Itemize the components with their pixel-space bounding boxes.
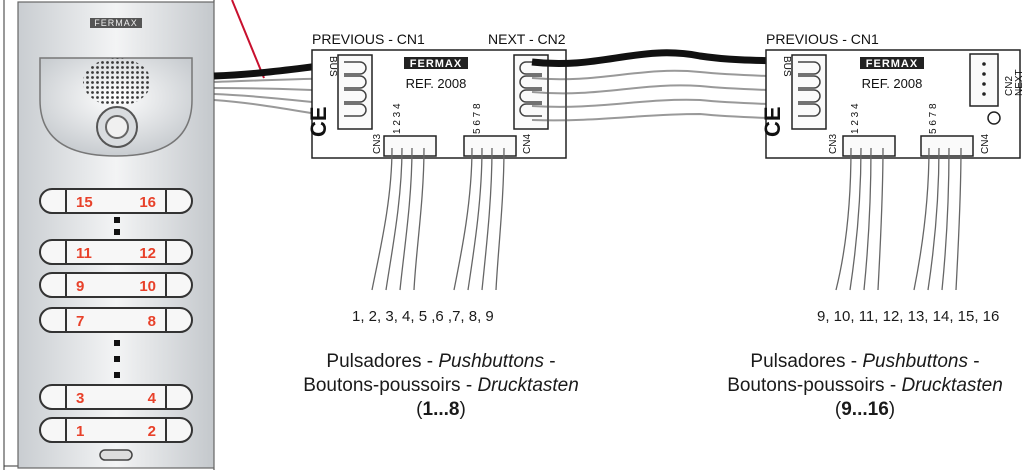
button-labels: 15 16 11 12 9 10 7 8 3 4 1 2 — [76, 194, 157, 440]
module-1-cn4-label: CN4 — [522, 134, 533, 154]
caption-2: Pulsadores - Pushbuttons - Boutons-pouss… — [700, 350, 1030, 422]
module-2-pins-b: 5 6 7 8 — [928, 103, 939, 134]
button-row-9-10 — [39, 272, 193, 298]
button-row-1-2 — [39, 417, 193, 443]
module-2-bus-label: BUS — [781, 56, 792, 77]
camera-lens-icon — [105, 115, 129, 139]
button-label: 15 — [76, 194, 93, 211]
module-2-ref: REF. 2008 — [862, 76, 923, 91]
module-2-logo-plate — [860, 57, 924, 69]
caption-2-line-3: (9...16) — [834, 399, 896, 420]
module-2-brand: FERMAX — [866, 58, 918, 70]
button-row-7-8 — [39, 307, 193, 333]
module-2-cn2-pins — [982, 62, 986, 96]
caption-1-line-3: (1...8) — [416, 399, 466, 420]
module-1-brand: FERMAX — [410, 58, 462, 70]
button-label: 2 — [148, 423, 156, 440]
module-1-cn4-connector — [463, 135, 517, 157]
module-1-pins-b: 5 6 7 8 — [472, 103, 483, 134]
module-2-cn4-connector — [920, 135, 974, 157]
button-label: 3 — [76, 390, 84, 407]
module-2-cn2-connector — [969, 53, 999, 107]
module-2-mount-hole-icon — [987, 111, 1001, 125]
pushbutton-numbers-2: 9, 10, 11, 12, 13, 14, 15, 16 — [817, 308, 1000, 325]
module-1-logo-plate — [404, 57, 468, 69]
module-2-cn3-connector — [842, 135, 896, 157]
caption-2-line-2: Boutons-poussoirs - Drucktasten — [727, 375, 1003, 396]
button-label: 1 — [76, 423, 84, 440]
module-2-cn2-label: CN2 — [1004, 76, 1015, 96]
panel-brand: FERMAX — [94, 18, 138, 28]
pointer-line — [231, 0, 265, 79]
dots-separator-top — [114, 217, 120, 235]
module-1-header-previous: PREVIOUS - CN1 — [312, 31, 425, 47]
dots-separator-bottom — [114, 340, 120, 378]
module-1-ce-mark: CE — [306, 106, 331, 137]
module-2-cn3-wires — [835, 147, 884, 291]
module-2-cn4-label: CN4 — [980, 134, 991, 154]
module-1-pins-a: 1 2 3 4 — [392, 103, 403, 134]
module-2-cn1-loops — [798, 61, 821, 117]
button-label: 9 — [76, 278, 84, 295]
caption-1-line-1: Pulsadores - Pushbuttons - — [326, 351, 556, 372]
module-1-bus-label: BUS — [327, 56, 338, 77]
module-1-cn4-wires — [453, 147, 505, 291]
module-2-pins-a: 1 2 3 4 — [850, 103, 861, 134]
module-2-header-previous: PREVIOUS - CN1 — [766, 31, 879, 47]
module-1-cn3-wires — [371, 147, 425, 291]
button-label: 10 — [139, 278, 156, 295]
pushbutton-numbers-1: 1, 2, 3, 4, 5 ,6 ,7, 8, 9 — [352, 308, 494, 325]
button-row-3-4 — [39, 384, 193, 410]
button-label: 12 — [139, 245, 156, 262]
caption-1: Pulsadores - Pushbuttons - Boutons-pouss… — [276, 350, 606, 422]
speaker-grill — [83, 58, 151, 106]
button-label: 11 — [76, 245, 92, 262]
module-1-header-next: NEXT - CN2 — [488, 31, 566, 47]
button-label: 16 — [139, 194, 156, 211]
button-row-11-12 — [39, 239, 193, 265]
module-1-cn3-connector — [383, 135, 437, 157]
module-1-ref: REF. 2008 — [406, 76, 467, 91]
button-label: 8 — [148, 313, 156, 330]
module-2-cn4-wires — [913, 147, 962, 291]
module-1-cn1-connector — [337, 54, 373, 130]
panel-logo-plate — [90, 18, 142, 28]
module-2-next-label: NEXT — [1014, 69, 1025, 96]
module-1-cn1-loops — [344, 61, 367, 117]
module-2-ce-mark: CE — [760, 106, 785, 137]
module-1-cn3-label: CN3 — [372, 134, 383, 154]
panel-indicator-icon — [99, 449, 133, 461]
caption-1-line-2: Boutons-poussoirs - Drucktasten — [303, 375, 579, 396]
button-label: 7 — [76, 313, 84, 330]
caption-2-line-1: Pulsadores - Pushbuttons - — [750, 351, 980, 372]
button-row-15-16 — [39, 188, 193, 214]
module-2-cn1-connector — [791, 54, 827, 130]
module-1-cn2-loops — [519, 61, 542, 117]
button-label: 4 — [148, 390, 157, 407]
module-2-cn3-label: CN3 — [828, 134, 839, 154]
